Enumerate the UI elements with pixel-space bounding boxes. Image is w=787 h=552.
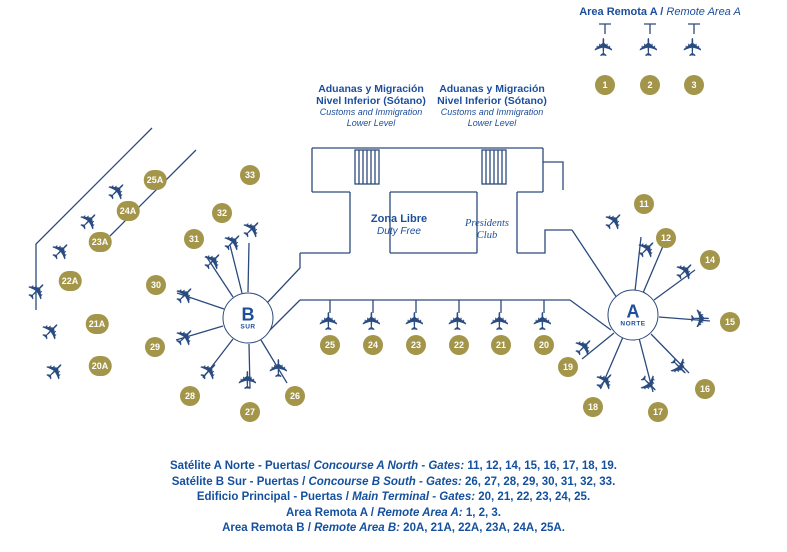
gate-badge: 28: [180, 386, 200, 406]
customs-es-1: Aduanas y Migración: [318, 83, 424, 95]
concourse-b-hub: B SUR: [222, 292, 274, 344]
remote-area-a-title-es: Area Remota A /: [579, 6, 664, 18]
concourse-b-letter: B: [241, 304, 255, 325]
gate-badge: 31: [184, 229, 204, 249]
airplane-icon: ✈: [635, 36, 664, 58]
legend-gates: 20, 21, 22, 23, 24, 25.: [478, 491, 591, 503]
customs-es-2: Nivel Inferior (Sótano): [316, 95, 426, 107]
airplane-icon: ✈: [444, 310, 473, 332]
legend-en: Remote Area A:: [377, 506, 466, 519]
airplane-icon: ✈: [486, 310, 515, 332]
gate-badge: 30: [146, 275, 166, 295]
legend-gates: 1, 2, 3.: [465, 506, 501, 519]
presidents-club-line2: Club: [476, 230, 498, 241]
customs-en-1: Customs and Immigration: [319, 107, 423, 117]
gate-badge: 2: [640, 75, 660, 95]
legend-es: Edificio Principal - Puertas /: [196, 491, 353, 503]
customs-en-1: Customs and Immigration: [440, 107, 544, 117]
remote-area-a-title-en: Remote Area A: [663, 6, 741, 18]
gate-badge: 32: [212, 203, 232, 223]
gate-badge: 26: [285, 386, 305, 406]
customs-en-2: Lower Level: [467, 117, 517, 128]
gate-badge: 23A: [88, 232, 112, 252]
legend-gates: 20A, 21A, 22A, 23A, 24A, 25A.: [403, 522, 565, 534]
customs-label-left: Aduanas y Migración Nivel Inferior (Sóta…: [291, 83, 451, 128]
legend-en: Concourse A North - Gates:: [313, 460, 468, 472]
gate-badge: 27: [240, 402, 260, 422]
airplane-icon: ✈: [234, 369, 263, 391]
gate-badge: 20A: [88, 356, 112, 376]
gate-badge: 21A: [85, 314, 109, 334]
gate-badge: 17: [648, 402, 668, 422]
legend-en: Main Terminal - Gates:: [352, 491, 479, 503]
gate-badge: 16: [695, 379, 715, 399]
gate-badge: 21: [491, 335, 511, 355]
legend-gates: 11, 12, 14, 15, 16, 17, 18, 19.: [467, 460, 617, 472]
legend-es: Area Remota B /: [222, 522, 315, 534]
concourse-a-hub: A NORTE: [607, 289, 659, 341]
gate-badge: 14: [700, 250, 720, 270]
gate-badge: 24A: [116, 201, 140, 221]
airplane-icon: ✈: [265, 357, 294, 379]
legend-en: Concourse B South - Gates:: [308, 475, 466, 488]
customs-es-1: Aduanas y Migración: [439, 83, 545, 95]
legend-line-concourse-b: Satélite B Sur - Puertas / Concourse B S…: [0, 475, 787, 491]
zona-libre-label: Zona Libre Duty Free: [371, 213, 427, 238]
gate-badge: 18: [583, 397, 603, 417]
gate-badge: 1: [595, 75, 615, 95]
zona-libre-en: Duty Free: [377, 226, 421, 237]
gate-badge: 24: [363, 335, 383, 355]
airplane-icon: ✈: [401, 310, 430, 332]
concourse-a-sub: NORTE: [620, 320, 646, 328]
legend-es: Satélite A Norte - Puertas/: [170, 460, 314, 472]
zona-libre-es: Zona Libre: [370, 213, 428, 225]
legend-es: Area Remota A /: [286, 506, 378, 519]
gate-badge: 15: [720, 312, 740, 332]
legend-line-concourse-a: Satélite A Norte - Puertas/ Concourse A …: [0, 459, 787, 475]
gate-badge: 11: [634, 194, 654, 214]
customs-label-right: Aduanas y Migración Nivel Inferior (Sóta…: [412, 83, 572, 128]
gate-badge: 33: [240, 165, 260, 185]
airplane-icon: ✈: [679, 36, 708, 58]
map-legend: Satélite A Norte - Puertas/ Concourse A …: [0, 459, 787, 537]
gate-badge: 12: [656, 228, 676, 248]
gate-badge: 25A: [143, 170, 167, 190]
gate-badge: 29: [145, 337, 165, 357]
gate-badge: 3: [684, 75, 704, 95]
airplane-icon: ✈: [315, 310, 344, 332]
gate-badge: 22A: [58, 271, 82, 291]
customs-es-2: Nivel Inferior (Sótano): [437, 95, 547, 107]
legend-en: Remote Area B:: [314, 522, 404, 534]
legend-line-remote-b: Area Remota B / Remote Area B: 20A, 21A,…: [0, 521, 787, 537]
gate-badge: 23: [406, 335, 426, 355]
gate-badge: 22: [449, 335, 469, 355]
gate-badge: 19: [558, 357, 578, 377]
concourse-b-sub: SUR: [240, 323, 256, 331]
airplane-icon: ✈: [358, 310, 387, 332]
customs-en-2: Lower Level: [346, 117, 396, 128]
legend-line-remote-a: Area Remota A / Remote Area A: 1, 2, 3.: [0, 506, 787, 522]
presidents-club-label: Presidents Club: [465, 218, 509, 242]
legend-es: Satélite B Sur - Puertas /: [171, 475, 309, 488]
gate-badge: 20: [534, 335, 554, 355]
legend-line-main-terminal: Edificio Principal - Puertas / Main Term…: [0, 490, 787, 506]
airplane-icon: ✈: [529, 310, 558, 332]
gate-badge: 25: [320, 335, 340, 355]
legend-gates: 26, 27, 28, 29, 30, 31, 32, 33.: [465, 475, 616, 488]
remote-area-a-title: Area Remota A / Remote Area A: [545, 6, 775, 18]
airplane-icon: ✈: [590, 36, 619, 58]
airplane-icon: ✈: [689, 305, 711, 334]
concourse-a-letter: A: [626, 301, 640, 322]
presidents-club-line1: Presidents: [465, 218, 509, 229]
